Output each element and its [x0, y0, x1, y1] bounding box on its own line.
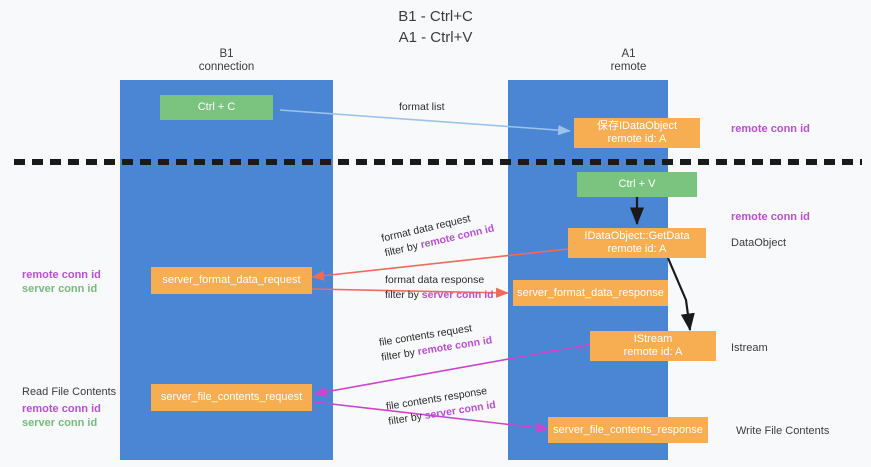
filter-key-server-conn-id-1: server conn id [421, 289, 494, 301]
connector-label-format-data-request: format data request filter by remote con… [380, 207, 496, 261]
right-label-write-file-contents: Write File Contents [736, 424, 829, 438]
right-label-remote-conn-id-top: remote conn id [731, 122, 810, 136]
column-header-b1-name: B1 [219, 48, 234, 60]
node-save-idataobject-line1: 保存IDataObject [596, 120, 678, 132]
node-istream-line1: IStream [633, 333, 673, 345]
right-label-dataobject-text: DataObject [731, 237, 787, 249]
connector-label-format-list-line1: format list [399, 101, 445, 113]
right-label-remote-conn-id-top-text: remote conn id [731, 123, 810, 135]
node-istream[interactable]: IStream remote id: A [590, 331, 716, 361]
node-server-format-data-response-label: server_format_data_response [517, 286, 664, 299]
title-line-2: A1 - Ctrl+V [398, 29, 473, 46]
node-ctrl-c-label: Ctrl + C [197, 101, 236, 113]
node-ctrl-v-label: Ctrl + V [618, 178, 656, 190]
connector-label-file-contents-response: file contents response filter by server … [385, 383, 497, 430]
column-header-a1-name: A1 [621, 48, 636, 60]
title-line-1: B1 - Ctrl+C [398, 8, 473, 25]
right-label-istream-text: Istream [731, 342, 768, 354]
node-istream-line2: remote id: A [623, 346, 683, 358]
column-header-a1: A1 remote [552, 48, 705, 74]
node-ctrl-v[interactable]: Ctrl + V [577, 172, 697, 197]
connector-label-format-data-response: format data response filter by server co… [385, 273, 494, 303]
right-label-istream: Istream [731, 341, 768, 355]
page-title: B1 - Ctrl+C A1 - Ctrl+V [0, 6, 871, 48]
node-server-format-data-request[interactable]: server_format_data_request [151, 267, 312, 294]
filter-by-prefix-2: filter by [385, 289, 422, 301]
column-header-a1-sub: remote [610, 61, 647, 73]
node-server-file-contents-request-label: server_file_contents_request [160, 391, 303, 403]
column-header-b1-sub: connection [198, 61, 255, 73]
right-label-dataobject: DataObject [731, 236, 786, 250]
node-server-format-data-response[interactable]: server_format_data_response [513, 280, 668, 306]
left-label-remote-conn-id-low: remote conn id [22, 403, 101, 415]
node-idataobject-getdata-line1: IDataObject::GetData [584, 230, 690, 242]
connector-label-format-list: format list [399, 100, 445, 115]
node-server-file-contents-request[interactable]: server_file_contents_request [151, 384, 312, 411]
node-server-file-contents-response[interactable]: server_file_contents_response [548, 417, 708, 443]
node-idataobject-getdata[interactable]: IDataObject::GetData remote id: A [568, 228, 706, 258]
left-label-server-conn-id-mid: server conn id [22, 283, 98, 295]
connector-label-file-contents-request: file contents request filter by remote c… [378, 318, 493, 365]
left-label-remote-conn-id-mid: remote conn id [22, 269, 101, 281]
left-label-server-conn-id-low: server conn id [22, 417, 98, 429]
right-label-remote-conn-id-mid-text: remote conn id [731, 211, 810, 223]
left-label-read-file-contents-text: Read File Contents [22, 386, 117, 398]
right-label-remote-conn-id-mid: remote conn id [731, 210, 810, 224]
node-ctrl-c[interactable]: Ctrl + C [160, 95, 273, 120]
right-label-write-file-contents-text: Write File Contents [736, 425, 830, 437]
connector-label-format-data-response-line2: filter by server conn id [385, 288, 494, 303]
column-header-b1: B1 connection [150, 48, 303, 74]
node-save-idataobject[interactable]: 保存IDataObject remote id: A [574, 118, 700, 148]
node-idataobject-getdata-line2: remote id: A [607, 243, 667, 255]
left-label-conn-ids-middle: remote conn id server conn id [22, 268, 101, 296]
node-server-file-contents-response-label: server_file_contents_response [553, 423, 703, 436]
left-label-read-file-contents: Read File Contents [22, 385, 116, 399]
node-save-idataobject-line2: remote id: A [607, 133, 667, 145]
node-server-format-data-request-label: server_format_data_request [162, 274, 301, 286]
left-label-conn-ids-lower: remote conn id server conn id [22, 402, 101, 430]
connector-label-format-data-response-line1: format data response [385, 274, 485, 286]
